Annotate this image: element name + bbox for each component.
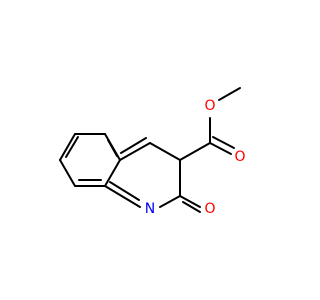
oxygen-ester-double: O [234, 149, 245, 165]
bond [109, 181, 140, 201]
bond [212, 136, 235, 149]
bond [120, 137, 147, 154]
bond [107, 139, 118, 157]
nitrogen-ring: N [145, 201, 155, 217]
bond [65, 136, 79, 158]
molecule-canvas: O O O N [59, 87, 246, 217]
bond [209, 142, 232, 155]
bond [104, 159, 121, 187]
bond [182, 201, 201, 213]
oxygen-ketone: O [204, 201, 215, 217]
bond [179, 142, 211, 161]
oxygen-ester-single: O [204, 98, 215, 114]
bond [59, 159, 76, 187]
bond [104, 185, 141, 208]
bond [119, 142, 151, 161]
bond [218, 87, 241, 101]
bond [159, 195, 181, 208]
molecule-structure: O O O N [59, 87, 246, 217]
bond [179, 195, 201, 208]
bond [149, 142, 181, 161]
bond [59, 133, 76, 161]
